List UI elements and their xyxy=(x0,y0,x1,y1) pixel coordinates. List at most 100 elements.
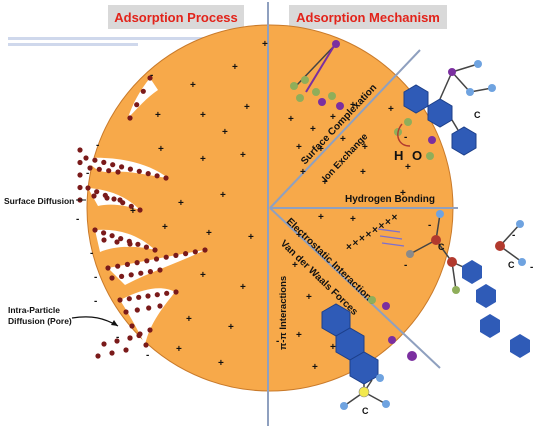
minus-sign: - xyxy=(404,260,407,271)
diffusing-particle xyxy=(147,75,153,81)
hydrogen-atom-label: H xyxy=(394,148,403,163)
plus-sign: + xyxy=(388,104,394,115)
plus-sign: + xyxy=(158,144,164,155)
intra-particle-label-2: Diffusion (Pore) xyxy=(8,316,72,326)
diffusing-particle xyxy=(115,169,121,175)
plus-sign: + xyxy=(130,206,136,217)
diffusing-particle xyxy=(157,267,163,273)
atom xyxy=(328,92,336,100)
diffusing-particle xyxy=(105,265,111,271)
diffusing-particle xyxy=(117,197,123,203)
plus-sign: + xyxy=(220,190,226,201)
benzene-ring xyxy=(510,334,530,358)
x-mark: × xyxy=(392,213,398,224)
plus-sign: + xyxy=(186,314,192,325)
atom xyxy=(436,210,444,218)
plus-sign: + xyxy=(306,292,312,303)
diffusing-particle xyxy=(164,290,170,296)
diffusing-particle xyxy=(77,184,83,191)
plus-sign: + xyxy=(405,162,411,173)
atom xyxy=(318,98,326,106)
x-mark: × xyxy=(385,217,391,228)
benzene-ring xyxy=(451,126,477,156)
plus-sign: + xyxy=(200,110,206,121)
surface-diffusion-label: Surface Diffusion xyxy=(4,196,74,206)
diffusing-particle xyxy=(136,294,142,300)
oxygen-atom-label: O xyxy=(412,148,422,163)
diffusing-particle xyxy=(115,263,121,269)
x-mark: × xyxy=(359,234,365,245)
diffusing-particle xyxy=(109,275,115,281)
plus-sign: + xyxy=(350,214,356,225)
plus-sign: + xyxy=(318,212,324,223)
atom xyxy=(406,250,414,258)
plus-sign: + xyxy=(222,127,228,138)
plus-sign: + xyxy=(322,177,328,188)
metal-ion xyxy=(332,40,340,48)
atom xyxy=(340,402,348,410)
process-header-box xyxy=(108,5,244,29)
carbon-label: C xyxy=(474,110,481,120)
diffusing-particle xyxy=(192,249,198,255)
diffusing-particle xyxy=(143,342,149,348)
atom xyxy=(407,351,417,361)
mechanism-header-box xyxy=(289,5,447,29)
plus-sign: + xyxy=(340,134,346,145)
plus-sign: + xyxy=(330,112,336,123)
minus-sign: - xyxy=(94,272,97,283)
diffusing-particle xyxy=(77,159,83,166)
diffusing-particle xyxy=(104,195,110,201)
atom xyxy=(404,118,412,126)
diffusing-particle xyxy=(137,207,143,213)
minus-sign: - xyxy=(96,140,99,151)
diffusing-particle xyxy=(154,173,160,179)
diffusing-particle xyxy=(126,296,132,302)
hydrogen-bonding-label: Hydrogen Bonding xyxy=(345,194,435,205)
diffusing-particle xyxy=(127,335,133,341)
x-mark: × xyxy=(379,221,385,232)
mechanism-header: Adsorption Mechanism xyxy=(296,10,440,25)
diffusing-particle xyxy=(128,272,134,278)
diffusing-particle xyxy=(147,269,153,275)
diffusing-particle xyxy=(114,239,120,245)
diffusing-particle xyxy=(101,230,107,236)
plus-sign: + xyxy=(218,358,224,369)
diffusing-particle xyxy=(95,353,101,359)
diffusing-particle xyxy=(153,256,160,262)
bond xyxy=(451,63,479,73)
plus-sign: + xyxy=(312,362,318,373)
diffusing-particle xyxy=(119,164,125,170)
diffusing-particle xyxy=(128,203,134,209)
surface-charges: ++++++++++++++++++++++++++++++++++++++++… xyxy=(130,39,411,373)
plus-sign: + xyxy=(200,270,206,281)
plus-sign: + xyxy=(296,230,302,241)
bond xyxy=(439,71,453,100)
diffusing-particle xyxy=(138,270,144,276)
diffusing-particle xyxy=(91,193,97,199)
diffusing-particle xyxy=(144,258,150,264)
x-mark: × xyxy=(366,229,372,240)
exchange-arrow xyxy=(397,123,411,147)
diffusing-particle xyxy=(109,350,115,356)
plus-sign: + xyxy=(288,114,294,125)
intra-particle-pointer xyxy=(71,316,119,327)
diffusing-particle xyxy=(145,171,151,177)
minus-sign: - xyxy=(276,336,279,347)
diffusing-particle xyxy=(145,293,151,299)
diffusing-particle xyxy=(127,166,133,172)
intra-particle-label-1: Intra-Particle xyxy=(8,305,60,315)
atom xyxy=(452,286,460,294)
benzene-ring xyxy=(462,260,482,284)
minus-sign: - xyxy=(530,262,533,273)
x-mark: × xyxy=(353,238,359,249)
diffusing-particle xyxy=(173,289,179,295)
diffusing-particle xyxy=(101,159,107,165)
minus-sign: - xyxy=(116,332,119,343)
charged-molecule-right: C C - - - - xyxy=(404,210,533,358)
attraction-arrow xyxy=(377,228,401,233)
minus-sign: - xyxy=(512,230,515,241)
atom xyxy=(358,386,370,398)
plus-sign: + xyxy=(228,322,234,333)
diffusing-particle xyxy=(83,155,89,161)
plus-sign: + xyxy=(350,100,356,111)
